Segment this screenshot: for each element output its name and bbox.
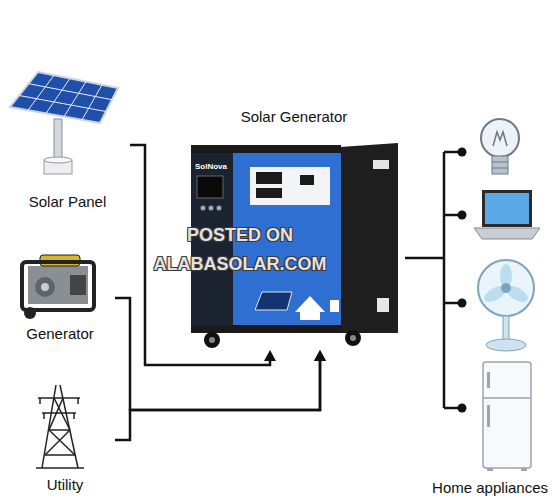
connector-line [115,360,320,440]
bus-dots [458,148,467,413]
appliance-bus [444,152,462,408]
utility-tower-icon [36,385,84,468]
source-node: Generator [5,245,115,345]
node-label: Solar Panel [29,193,107,211]
node-title: Solar Generator [241,108,348,126]
generator-icon [22,255,94,319]
appliances-node: Home appliances [443,100,554,500]
arrow-head [314,350,326,361]
node-label: Generator [26,325,94,343]
fan-icon [478,260,534,351]
solar-generator-unit [191,143,398,348]
laptop-icon [474,190,540,239]
solar-panel-icon [10,72,118,174]
connector-line [115,298,320,410]
arrow-head [314,350,326,361]
node-label: Home appliances [432,479,548,497]
source-node: Utility [15,378,115,496]
brand-label: SolNova [195,162,227,172]
arrow-head [264,350,276,361]
bulb-icon [481,119,519,174]
connector-line [405,257,443,260]
watermark: POSTED ON ALABASOLAR.COM [140,221,340,279]
node-label: Utility [47,476,84,494]
source-node: Solar Panel [5,65,130,213]
fridge-icon [483,362,531,471]
